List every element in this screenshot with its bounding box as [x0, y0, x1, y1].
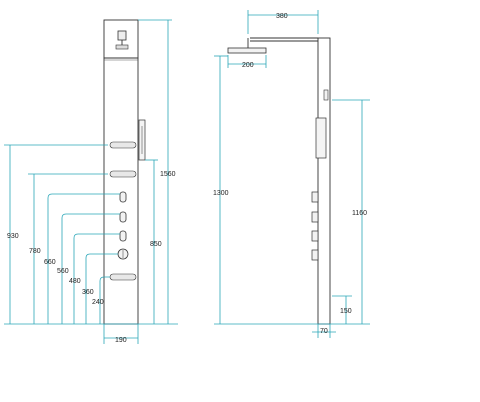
dim-head-diameter: 200: [242, 62, 254, 69]
dim-handset: 360: [82, 289, 94, 296]
dim-control-2: 560: [57, 268, 69, 275]
dim-jet-2: 780: [29, 248, 41, 255]
front-dimension-lines: [4, 19, 178, 344]
dim-total-height: 1560: [160, 171, 176, 178]
side-knob-1-icon: [311, 191, 319, 203]
dim-control-1: 660: [44, 259, 56, 266]
dim-width: 190: [115, 337, 127, 344]
dim-head-height: 1300: [213, 190, 229, 197]
dim-arm-reach: 380: [276, 13, 288, 20]
body-jet-top-icon: [109, 141, 137, 149]
side-knob-3-icon: [311, 230, 319, 242]
body-jet-bottom-icon: [109, 273, 137, 281]
control-knob-1-icon: [119, 191, 127, 203]
front-view: 930 780 660 560 480 360 240 1560 850 190: [4, 19, 178, 344]
side-handset-icon: [315, 117, 327, 159]
dim-jet-top: 930: [7, 233, 19, 240]
dim-depth: 70: [320, 328, 328, 335]
body-jet-2-icon: [109, 170, 137, 178]
dim-bottom-clearance: 150: [340, 308, 352, 315]
control-knob-2-icon: [119, 211, 127, 223]
front-panel-body: [103, 57, 139, 325]
side-dimension-lines: [214, 10, 370, 338]
control-knob-3-icon: [119, 230, 127, 242]
side-knob-2-icon: [311, 211, 319, 223]
dim-shower-head-height: 850: [150, 241, 162, 248]
side-diverter-icon: [311, 249, 319, 261]
dim-control-span: 1160: [352, 210, 367, 217]
shower-head-icon: [227, 47, 267, 54]
side-panel-body: [317, 37, 331, 325]
side-view: 380 200 1300 1160 150 70: [213, 10, 370, 338]
overhead-fitting-icon: [115, 30, 129, 50]
dim-control-3: 480: [69, 278, 81, 285]
dim-jet-bottom: 240: [92, 299, 104, 306]
